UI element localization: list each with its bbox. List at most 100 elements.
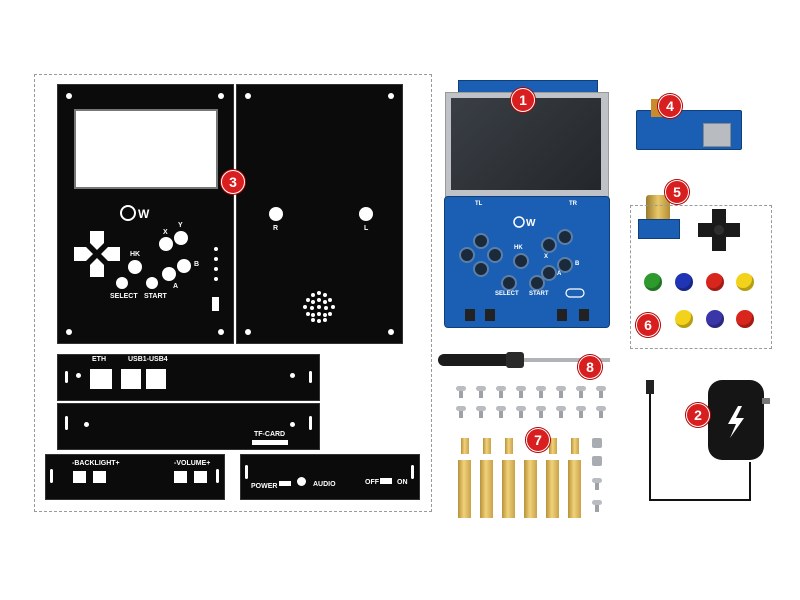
gamepad-icon	[565, 288, 585, 298]
dpad-cap-icon	[698, 209, 740, 251]
b-button	[557, 257, 573, 273]
usb-label: USB1-USB4	[128, 356, 168, 363]
y-button-hole	[174, 231, 188, 245]
brass-standoff	[549, 438, 557, 454]
mount-hole	[245, 329, 251, 335]
mount-slot	[216, 469, 219, 483]
led-hole	[214, 257, 218, 261]
screw	[576, 386, 586, 398]
brass-standoff-long	[568, 460, 581, 518]
tl-label: TL	[475, 201, 483, 207]
callout-badge-1: 1	[511, 88, 535, 112]
hk-button	[513, 253, 529, 269]
tf-card-label: TF-CARD	[254, 431, 286, 438]
y-label: Y	[178, 222, 183, 229]
screw	[476, 406, 486, 418]
backlight-minus-cutout	[73, 471, 86, 483]
brass-standoff-long	[458, 460, 471, 518]
board-hk-label: HK	[514, 245, 523, 251]
brass-standoff-long	[546, 460, 559, 518]
x-label: X	[163, 229, 168, 236]
brass-standoff-long	[502, 460, 515, 518]
tactile-switch	[579, 309, 589, 321]
callout-badge-6: 6	[636, 313, 660, 337]
callout-badge-8: 8	[578, 355, 602, 379]
buttons-group-frame	[630, 205, 772, 349]
tactile-switch	[465, 309, 475, 321]
mount-hole	[290, 422, 295, 427]
tf-card-slot	[703, 123, 731, 147]
brass-standoff-long	[480, 460, 493, 518]
dpad-left-button	[459, 247, 475, 263]
top-side-strip: ETH USB1-USB4	[57, 354, 320, 401]
front-acrylic-panel: W HK X Y B A SELECT START	[57, 84, 234, 344]
screw	[596, 406, 606, 418]
power-label: POWER	[251, 483, 278, 490]
b-button-hole	[177, 259, 191, 273]
screw	[516, 386, 526, 398]
screw	[592, 478, 602, 490]
dpad-down-button	[473, 261, 489, 277]
acrylic-group-frame	[34, 74, 432, 512]
mount-slot	[65, 371, 68, 383]
off-label: OFF	[365, 479, 379, 486]
led-hole	[214, 267, 218, 271]
mount-slot	[245, 465, 248, 479]
mount-slot	[65, 416, 68, 430]
board-logo-icon: W	[513, 216, 536, 229]
board-start-label: START	[529, 291, 549, 297]
select-button	[501, 275, 517, 291]
screw	[516, 406, 526, 418]
select-label: SELECT	[110, 293, 138, 300]
backlight-plus-cutout	[93, 471, 106, 483]
hdmi-plug	[646, 195, 670, 221]
volume-plus-cutout	[194, 471, 207, 483]
screw	[596, 386, 606, 398]
tactile-switch	[485, 309, 495, 321]
speaker-grille-icon	[303, 291, 335, 323]
tr-label: TR	[569, 201, 577, 207]
board-a-label: A	[557, 271, 562, 277]
board-select-label: SELECT	[495, 291, 519, 297]
usb-port-cutout	[121, 369, 141, 389]
screw	[456, 386, 466, 398]
mount-slot	[309, 416, 312, 430]
r-label: R	[273, 225, 279, 232]
screw	[592, 500, 602, 512]
svg-text:W: W	[526, 218, 536, 229]
button-cap-purple	[706, 310, 724, 328]
start-button-hole	[146, 277, 158, 289]
brass-standoff	[505, 438, 513, 454]
screw	[556, 386, 566, 398]
hk-label: HK	[130, 251, 141, 258]
x-button	[541, 237, 557, 253]
screw	[456, 406, 466, 418]
screw	[496, 406, 506, 418]
usb-port-cutout	[146, 369, 166, 389]
callout-badge-5: 5	[665, 180, 689, 204]
dpad-right-button	[487, 247, 503, 263]
mount-hole	[388, 93, 394, 99]
mount-slot	[50, 469, 53, 483]
callout-badge-7: 7	[526, 428, 550, 452]
dpad-up-button	[473, 233, 489, 249]
battery-indicator-icon	[212, 297, 219, 311]
y-button	[557, 229, 573, 245]
volume-minus-cutout	[174, 471, 187, 483]
mount-hole	[290, 373, 295, 378]
board-b-label: B	[575, 261, 580, 267]
brass-standoff	[571, 438, 579, 454]
brass-standoff	[461, 438, 469, 454]
power-switch-cutout	[279, 481, 291, 486]
x-button-hole	[159, 237, 173, 251]
a-label: A	[173, 283, 179, 290]
back-acrylic-panel: R L	[236, 84, 403, 344]
screw	[536, 406, 546, 418]
screws-row-2	[456, 406, 606, 422]
eth-port-cutout	[90, 369, 112, 389]
a-button	[541, 265, 557, 281]
mount-slot	[309, 371, 312, 383]
audio-label: AUDIO	[313, 481, 336, 488]
mount-hole	[388, 329, 394, 335]
led-hole	[214, 277, 218, 281]
